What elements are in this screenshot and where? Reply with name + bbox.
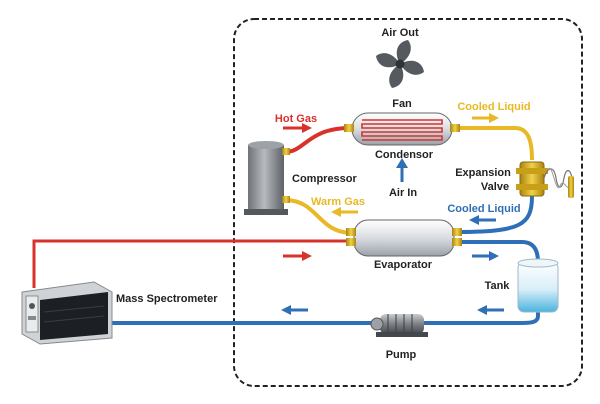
cooled-liquid-label-top: Cooled Liquid bbox=[457, 101, 530, 113]
compressor-label: Compressor bbox=[292, 173, 358, 185]
hot-gas-pipe bbox=[284, 126, 351, 154]
warm-gas-arrow-icon bbox=[331, 207, 358, 217]
evaporator-icon bbox=[346, 219, 462, 257]
from-tank-arrow-icon bbox=[477, 305, 504, 315]
expansion-valve-icon bbox=[516, 161, 574, 198]
mass-spectrometer-label: Mass Spectrometer bbox=[116, 293, 218, 305]
return-flow-arrow-icon bbox=[283, 251, 312, 261]
air-in-label: Air In bbox=[389, 187, 417, 199]
compressor-icon bbox=[244, 141, 290, 215]
evaporator-label: Evaporator bbox=[374, 259, 433, 271]
expansion-valve-label-line2: Valve bbox=[481, 181, 509, 193]
condensor-icon bbox=[344, 112, 460, 146]
warm-gas-label: Warm Gas bbox=[311, 196, 365, 208]
air-out-label: Air Out bbox=[381, 27, 419, 39]
cooled-liquid-arrow-icon-mid bbox=[469, 215, 496, 225]
tank-label: Tank bbox=[485, 280, 511, 292]
to-spectrometer-arrow-icon bbox=[281, 305, 308, 315]
hot-gas-arrow-icon bbox=[283, 123, 312, 133]
cooled-liquid-arrow-icon-top bbox=[472, 113, 499, 123]
mass-spectrometer-icon bbox=[21, 281, 113, 345]
hot-gas-label: Hot Gas bbox=[275, 113, 317, 125]
warm-gas-pipe bbox=[284, 198, 353, 235]
pump-icon bbox=[370, 314, 428, 337]
pump-label: Pump bbox=[386, 349, 417, 361]
fan-label: Fan bbox=[392, 98, 412, 110]
supply-pipe bbox=[108, 310, 540, 325]
fan-icon bbox=[376, 40, 424, 88]
cooled-liquid-pipe-top bbox=[452, 126, 534, 161]
cooled-liquid-pipe-mid bbox=[453, 195, 534, 234]
air-in-arrow-icon bbox=[396, 158, 408, 182]
evaporator-to-tank-pipe bbox=[454, 240, 540, 263]
to-tank-arrow-icon bbox=[472, 251, 499, 261]
return-pipe bbox=[32, 239, 352, 288]
expansion-valve-label-line1: Expansion bbox=[455, 167, 511, 179]
condensor-label: Condensor bbox=[375, 149, 434, 161]
cooled-liquid-label-mid: Cooled Liquid bbox=[447, 203, 520, 215]
chiller-boundary bbox=[233, 18, 583, 387]
tank-icon bbox=[517, 258, 559, 313]
